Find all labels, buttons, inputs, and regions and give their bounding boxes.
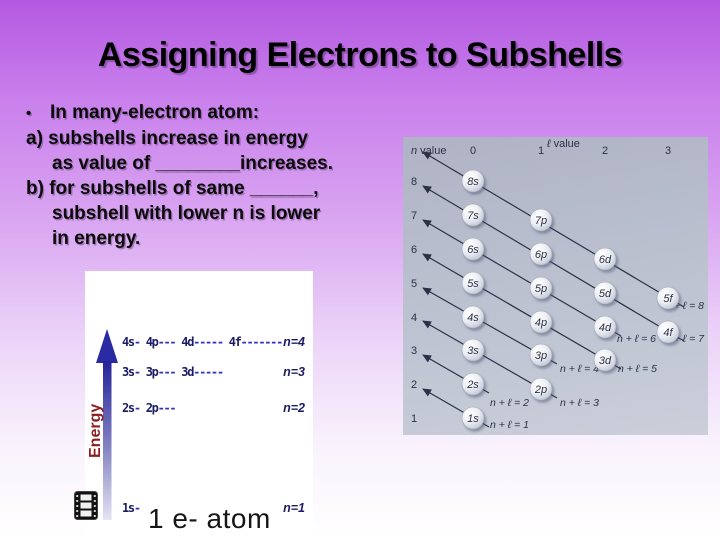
subshell-circle <box>461 237 485 261</box>
n-tick: 1 <box>411 413 417 425</box>
energy-level-n-label: n=2 <box>283 401 305 415</box>
bullet-line: subshell with lower n is lower <box>26 201 416 226</box>
subshell-label: 1s <box>467 413 479 425</box>
energy-diagram-svg: Energy 4s- 4p--- 4d----- 4f-------n=4 3s- … <box>87 329 305 520</box>
subshell-label: 3p <box>535 350 547 362</box>
subshell-label: 4f <box>663 327 673 339</box>
film-strip-icon[interactable] <box>74 491 98 520</box>
bullet-list: • In many-electron atom: a) subshells incr… <box>26 100 416 251</box>
n-tick: 5 <box>411 278 417 290</box>
n-tick: 6 <box>411 244 417 256</box>
diagonal-arrow <box>422 253 622 370</box>
energy-level-row: 3s- 3p--- 3d----- <box>122 365 223 379</box>
subshell-label: 5p <box>535 283 547 295</box>
n-plus-l-annotation: n + ℓ = 6 <box>617 333 656 345</box>
n-plus-l-annotation: n + ℓ = 5 <box>618 363 657 375</box>
subshell-circle <box>461 338 485 362</box>
bullet-line: • In many-electron atom: <box>26 100 416 126</box>
subshell-label: 5s <box>467 278 479 290</box>
subshell-label: 5f <box>663 293 673 305</box>
energy-level-n-label: n=1 <box>283 501 305 515</box>
subshell-label: 2p <box>534 384 547 396</box>
slide-title: Assigning Electrons to Subshells <box>97 36 623 74</box>
subshell-circle <box>656 286 680 310</box>
n-tick: 8 <box>411 176 417 188</box>
subshell-circle <box>461 372 485 396</box>
n-plus-l-annotation: n + ℓ = 2 <box>490 397 529 409</box>
l-tick: 0 <box>470 145 476 157</box>
n-tick: 4 <box>411 312 417 324</box>
subshell-circle <box>461 203 485 227</box>
subshell-circle <box>593 348 617 372</box>
subshell-circle <box>529 242 553 266</box>
energy-level-n-label: n=4 <box>283 335 305 349</box>
energy-level-row: 2s- 2p--- <box>122 401 175 415</box>
subshell-label: 7s <box>467 210 479 222</box>
bullet-line: b) for subshells of same ______, <box>26 176 416 201</box>
l-tick: 2 <box>602 145 608 157</box>
bullet-line: in energy. <box>26 226 416 251</box>
bullet-line-text: In many-electron atom: <box>50 102 260 123</box>
n-plus-l-annotation: n + ℓ = 4 <box>560 363 599 375</box>
subshell-label: 4s <box>467 312 479 324</box>
subshell-circle <box>529 343 553 367</box>
energy-arrow-head <box>96 329 118 363</box>
l-tick: 1 <box>538 145 544 157</box>
subshell-circle <box>529 276 553 300</box>
subshell-label: 3d <box>599 355 612 367</box>
diagonal-arrow <box>422 219 622 337</box>
diagram-caption: 1 e- atom <box>148 503 271 534</box>
l-tick: 3 <box>665 145 671 157</box>
bullet-line: as value of ________increases. <box>26 151 416 176</box>
l-axis-label: ℓ value <box>546 138 580 150</box>
n-plus-l-annotation: n + ℓ = 1 <box>490 419 529 431</box>
bullet-line-text: b) for subshells of same ______, <box>26 178 319 199</box>
energy-axis-label: Energy <box>87 404 104 458</box>
energy-level-diagram: Energy 4s- 4p--- 4d----- 4f-------n=4 3s- … <box>85 271 313 534</box>
bullet-line: a) subshells increase in energy <box>26 126 416 151</box>
subshell-label: 8s <box>467 176 479 188</box>
subshell-circle <box>593 315 617 339</box>
subshell-circle <box>461 169 485 193</box>
subshell-label: 6p <box>535 249 547 261</box>
subshell-label: 4p <box>535 317 547 329</box>
subshell-label: 2s <box>466 379 479 391</box>
energy-level-row: 4s- 4p--- 4d----- 4f------- <box>122 335 282 349</box>
bullet-line-text: as value of ________increases. <box>52 153 333 174</box>
bullet-line-text: a) subshells increase in energy <box>26 128 308 149</box>
subshell-label: 4d <box>599 322 612 334</box>
bullet-marker: • <box>26 105 32 122</box>
subshell-circle <box>593 247 617 271</box>
n-tick: 3 <box>411 345 417 357</box>
subshell-circle <box>461 305 485 329</box>
subshell-circle <box>656 320 680 344</box>
subshell-label: 6d <box>599 254 612 266</box>
bullet-line-text: in energy. <box>52 228 141 249</box>
subshell-circle <box>461 406 485 430</box>
subshell-circle <box>593 281 617 305</box>
energy-arrow-shaft <box>103 361 112 520</box>
n-plus-l-annotation: n + ℓ = 3 <box>560 397 599 409</box>
n-tick: 2 <box>411 379 417 391</box>
subshell-circle <box>529 377 553 401</box>
n-tick: 7 <box>411 210 417 222</box>
subshell-label: 7p <box>535 215 547 227</box>
subshell-label: 5d <box>599 288 612 300</box>
energy-level-n-label: n=3 <box>283 365 305 379</box>
bullet-line-text: subshell with lower n is lower <box>52 203 321 224</box>
subshell-circle <box>529 310 553 334</box>
subshell-label: 6s <box>467 244 479 256</box>
energy-level-row: 1s- <box>122 501 140 515</box>
subshell-circle <box>529 208 553 232</box>
subshell-circle <box>461 271 485 295</box>
subshell-label: 3s <box>467 345 479 357</box>
